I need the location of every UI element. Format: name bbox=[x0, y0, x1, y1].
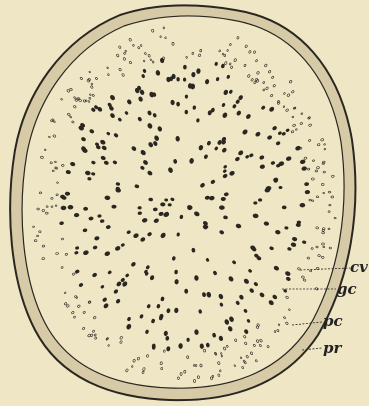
bundle-dot bbox=[168, 203, 171, 206]
bundle-dot bbox=[183, 65, 186, 69]
bundle-dot bbox=[112, 205, 117, 208]
bundle-dot bbox=[254, 202, 258, 205]
bundle-dot bbox=[297, 221, 301, 224]
bundle-dot bbox=[105, 196, 110, 200]
bundle-dot bbox=[279, 186, 283, 189]
bundle-dot bbox=[185, 95, 188, 98]
bundle-dot bbox=[187, 338, 190, 342]
bundle-dot bbox=[116, 187, 120, 190]
bundle-dot bbox=[200, 344, 204, 349]
bundle-dot bbox=[266, 186, 272, 191]
bundle-dot bbox=[169, 77, 173, 81]
bundle-dot bbox=[98, 215, 102, 218]
bundle-dot bbox=[176, 102, 179, 106]
bundle-dot bbox=[199, 309, 202, 313]
bundle-dot bbox=[176, 136, 180, 141]
bundle-dot bbox=[185, 289, 188, 293]
bundle-dot bbox=[160, 203, 165, 207]
bundle-dot bbox=[68, 205, 73, 209]
bundle-dot bbox=[304, 182, 309, 186]
bundle-dot bbox=[59, 222, 63, 225]
bundle-dot bbox=[164, 331, 168, 336]
bundle-dot bbox=[194, 329, 198, 334]
bundle-dot bbox=[284, 226, 288, 229]
bundle-dot bbox=[153, 208, 157, 211]
bundle-dot bbox=[175, 279, 179, 284]
bundle-dot bbox=[149, 198, 153, 201]
bundle-dot bbox=[174, 270, 177, 274]
bundle-dot bbox=[196, 118, 199, 122]
bundle-dot bbox=[183, 78, 186, 81]
bundle-dot bbox=[171, 100, 175, 105]
bundle-dot bbox=[166, 346, 170, 351]
bundle-dot bbox=[61, 206, 66, 210]
bundle-dot bbox=[166, 336, 170, 340]
bundle-dot bbox=[160, 58, 164, 63]
bundle-dot bbox=[62, 196, 66, 199]
label-pc: pc bbox=[323, 312, 343, 330]
bundle-dot bbox=[221, 197, 226, 201]
bundle-dot bbox=[191, 72, 195, 77]
bundle-dot bbox=[196, 68, 200, 73]
inner-section bbox=[22, 16, 344, 388]
bundle-dot bbox=[185, 110, 188, 114]
bundle-dot bbox=[206, 343, 210, 348]
bundle-dot bbox=[188, 83, 192, 88]
bundle-dot bbox=[300, 203, 305, 207]
bundle-dot bbox=[219, 206, 224, 210]
bundle-dot bbox=[193, 106, 196, 110]
label-cv: cv bbox=[350, 258, 368, 276]
bundle-dot bbox=[164, 198, 168, 201]
bundle-dot bbox=[138, 206, 142, 209]
bundle-dot bbox=[138, 212, 142, 215]
bundle-dot bbox=[177, 77, 180, 81]
bundle-dot bbox=[100, 219, 104, 222]
bundle-dot bbox=[282, 206, 286, 209]
bundle-dot bbox=[65, 192, 70, 196]
bundle-dot bbox=[83, 207, 87, 210]
label-gc: gc bbox=[337, 280, 357, 298]
bundle-dot bbox=[74, 213, 79, 217]
bundle-dot bbox=[174, 308, 178, 313]
bundle-dot bbox=[253, 214, 259, 218]
bundle-dot bbox=[179, 343, 183, 348]
bundle-dot bbox=[258, 199, 262, 202]
label-pr: pr bbox=[323, 339, 342, 357]
bundle-dot bbox=[89, 217, 94, 221]
bundle-dot bbox=[166, 308, 170, 313]
bundle-dot bbox=[305, 190, 310, 194]
